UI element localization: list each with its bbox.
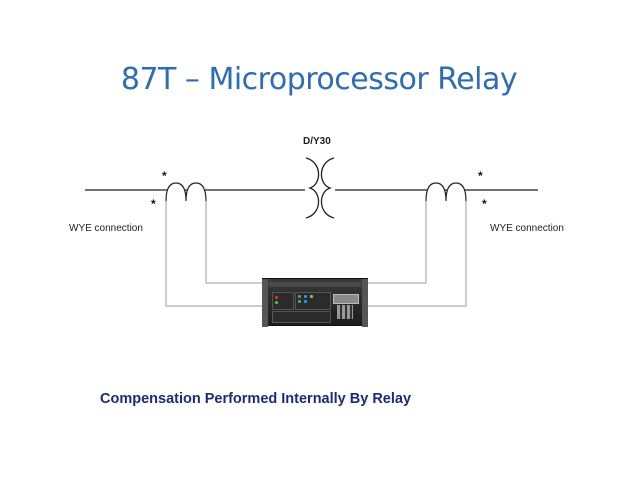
right-ct-coil: [425, 182, 467, 202]
left-ct-inner-wire: [205, 201, 262, 284]
caption: Compensation Performed Internally By Rel…: [100, 391, 412, 407]
left-ct-label: WYE connection: [69, 223, 143, 234]
protective-relay-icon: [262, 278, 368, 327]
transformer-secondary-winding: [320, 157, 335, 219]
right-ct-inner-wire: [368, 201, 427, 284]
right-ct-label: WYE connection: [490, 223, 564, 234]
left-ct-outer-wire: [165, 201, 262, 307]
polarity-mark-right-top: *: [478, 169, 483, 183]
right-ct-outer-wire: [368, 201, 467, 307]
transformer-label: D/Y30: [303, 136, 331, 147]
polarity-mark-left-top: *: [162, 169, 167, 183]
slide-title: 87T – Microprocessor Relay: [120, 62, 518, 97]
polarity-mark-right-bottom: *: [482, 197, 487, 211]
transformer-primary-winding: [305, 157, 320, 219]
polarity-mark-left-bottom: *: [151, 197, 156, 211]
left-ct-coil: [165, 182, 207, 202]
